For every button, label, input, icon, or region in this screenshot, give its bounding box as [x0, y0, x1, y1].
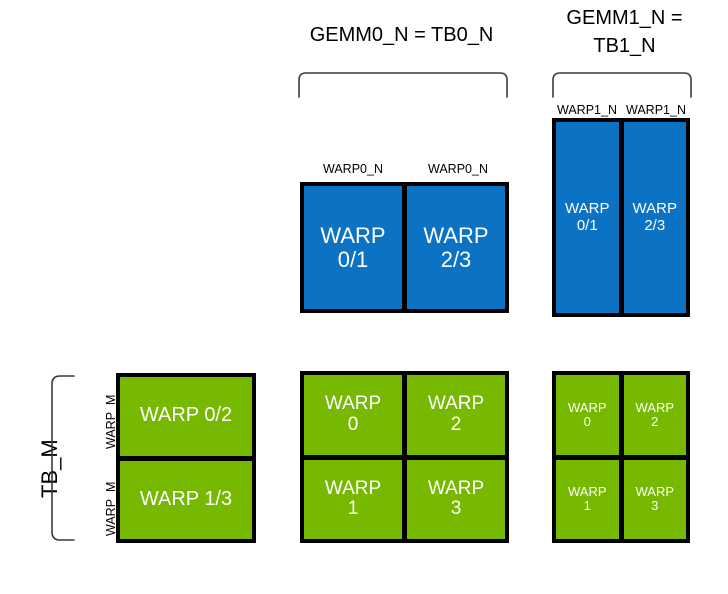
gemm0-green-cell-0-0: WARP 0	[304, 375, 402, 455]
warp1-n-label-right: WARP1_N	[626, 103, 686, 117]
gemm0-blue-cell-0: WARP 0/1	[304, 186, 402, 309]
gemm0-blue-cell-1: WARP 2/3	[407, 186, 505, 309]
gemm1-green-cell-1-0: WARP 1	[556, 459, 619, 539]
gemm1-blue-cell-1: WARP 2/3	[623, 122, 686, 313]
gemm1-green-cell-1-1: WARP 3	[623, 459, 686, 539]
gemm0-green-row-1: WARP 1 WARP 3	[304, 459, 505, 539]
gemm0-title: GEMM0_N = TB0_N	[309, 24, 494, 46]
gemm1-green-cell-0-1: WARP 2	[623, 375, 686, 455]
tb-m-brace	[50, 374, 76, 542]
gemm1-green-cell-0-0: WARP 0	[556, 375, 619, 455]
warp0-n-label-right: WARP0_N	[428, 162, 488, 176]
tb-m-green-row-1: WARP 1/3	[120, 460, 252, 539]
gemm0-green-cell-0-1: WARP 2	[407, 375, 505, 455]
gemm1-title-line1: GEMM1_N =	[566, 7, 683, 29]
gemm0-green-cell-1-0: WARP 1	[304, 459, 402, 539]
gemm1-title-line2: TB1_N	[593, 35, 656, 57]
gemm0-green-row-0: WARP 0 WARP 2	[304, 375, 505, 455]
tb-m-green-block: WARP 0/2 WARP 1/3	[116, 373, 256, 543]
gemm1-blue-cell-0: WARP 0/1	[556, 122, 619, 313]
warp1-n-label-left: WARP1_N	[557, 103, 617, 117]
gemm0-blue-block: WARP 0/1 WARP 2/3	[300, 182, 509, 313]
gemm0-green-cell-1-1: WARP 3	[407, 459, 505, 539]
warp0-n-label-left: WARP0_N	[323, 162, 383, 176]
gemm1-brace	[551, 68, 693, 98]
gemm1-green-row-0: WARP 0 WARP 2	[556, 375, 686, 455]
gemm1-green-row-1: WARP 1 WARP 3	[556, 459, 686, 539]
gemm1-green-block: WARP 0 WARP 2 WARP 1 WARP 3	[552, 371, 690, 543]
gemm0-green-block: WARP 0 WARP 2 WARP 1 WARP 3	[300, 371, 509, 543]
gemm0-brace	[297, 68, 509, 98]
tb-m-green-row-0: WARP 0/2	[120, 377, 252, 456]
gemm1-blue-block: WARP 0/1 WARP 2/3	[552, 118, 690, 317]
